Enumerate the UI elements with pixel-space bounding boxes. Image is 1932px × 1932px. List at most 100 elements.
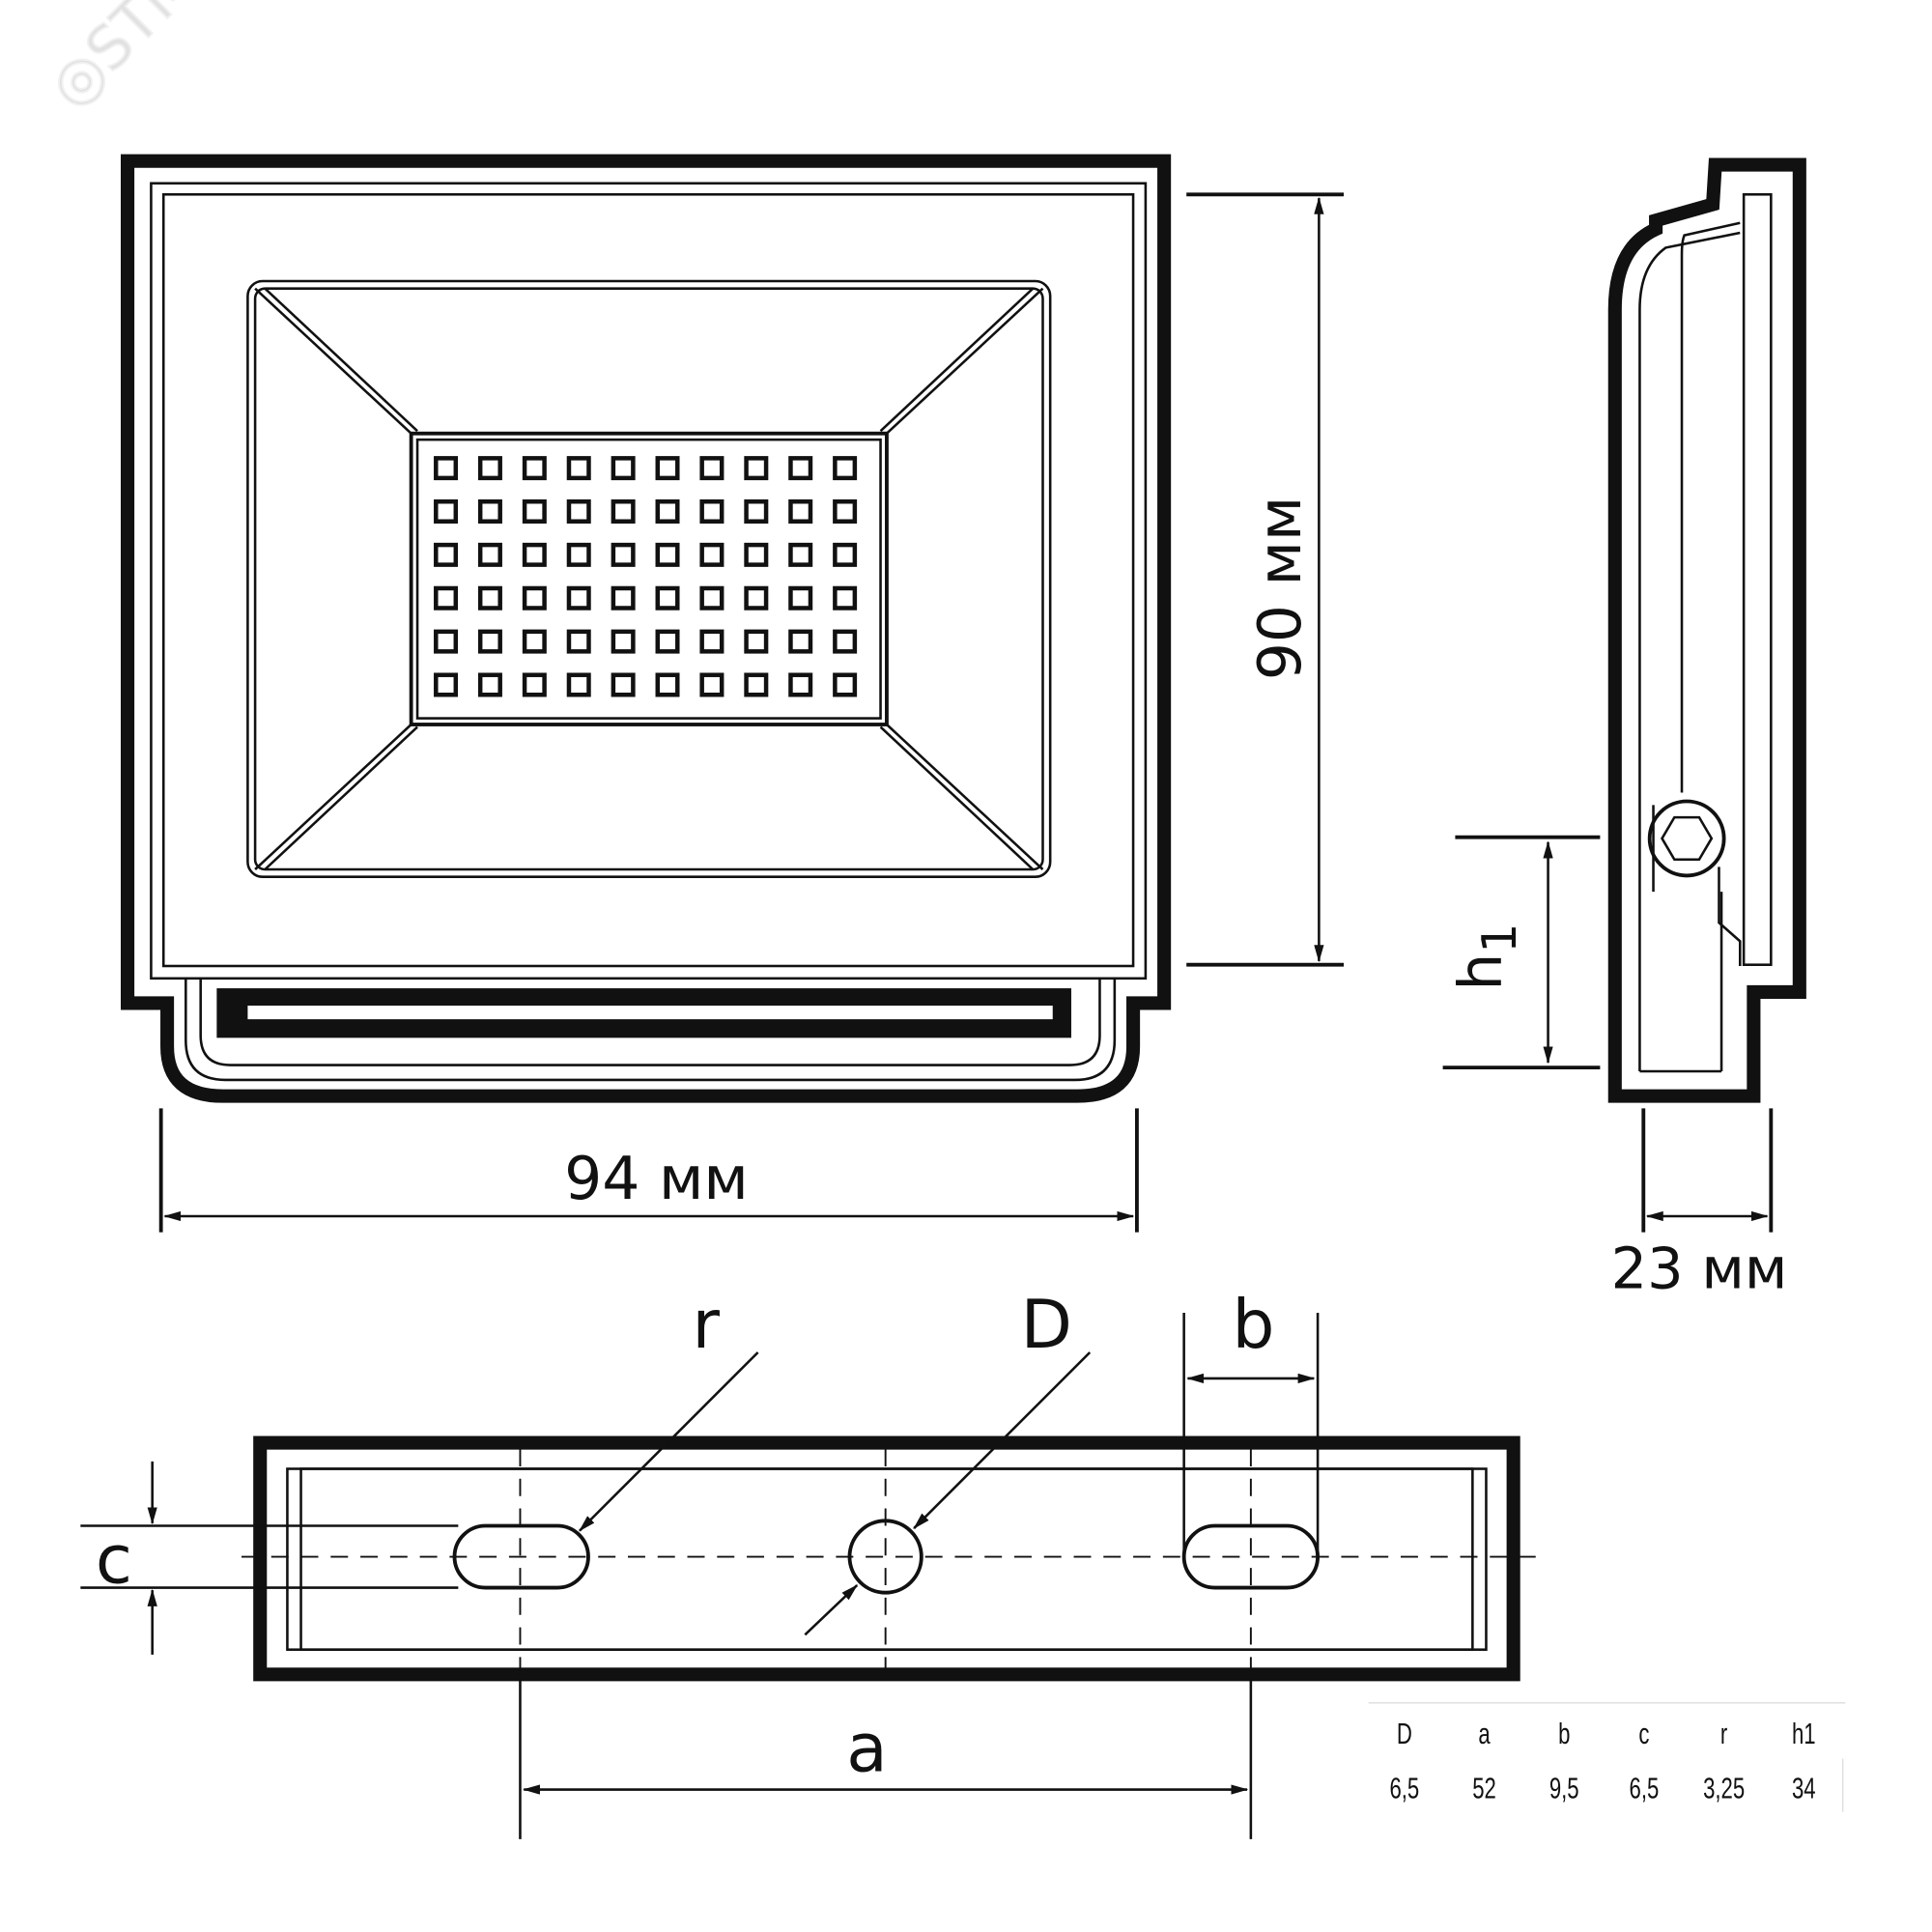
h1-letter: h xyxy=(1446,953,1516,991)
led-chip xyxy=(788,585,813,611)
table-header-cell: a xyxy=(1478,1718,1490,1750)
height-dimension: 90 мм xyxy=(1186,192,1345,967)
led-chip xyxy=(522,542,547,567)
led-chip xyxy=(833,498,858,524)
side-bracket-line xyxy=(1638,231,1741,1071)
side-glass xyxy=(1742,192,1773,966)
table-header-cell: r xyxy=(1720,1718,1727,1750)
width-dimension: 94 мм xyxy=(158,1108,1139,1233)
led-chip xyxy=(566,629,591,654)
d-leader: D xyxy=(804,1287,1092,1636)
led-chip xyxy=(477,542,502,567)
bracket-inner xyxy=(286,1467,1488,1651)
led-panel-inner xyxy=(415,438,882,720)
led-chip xyxy=(788,629,813,654)
led-chip xyxy=(833,629,858,654)
led-chip xyxy=(611,585,636,611)
led-chip xyxy=(434,498,459,524)
led-grid xyxy=(434,456,858,697)
led-chip xyxy=(655,456,680,481)
led-chip xyxy=(566,542,591,567)
led-chip xyxy=(788,456,813,481)
d-label: D xyxy=(1021,1287,1072,1364)
led-chip xyxy=(566,585,591,611)
watermark-logo: ◎STM xyxy=(35,0,212,123)
led-chip xyxy=(744,629,769,654)
led-chip xyxy=(611,498,636,524)
led-chip xyxy=(655,585,680,611)
led-chip xyxy=(434,456,459,481)
side-body-line xyxy=(1680,221,1741,793)
side-bracket-edge xyxy=(1652,805,1723,1071)
mounting-hole xyxy=(847,1519,923,1595)
led-chip xyxy=(522,456,547,481)
h1-dimension: h1 xyxy=(1442,835,1601,1070)
led-chip xyxy=(611,542,636,567)
led-chip xyxy=(833,585,858,611)
led-chip xyxy=(833,672,858,697)
h1-subscript: 1 xyxy=(1473,923,1527,953)
led-chip xyxy=(522,585,547,611)
led-chip xyxy=(566,456,591,481)
led-chip xyxy=(699,672,724,697)
c-dimension: c xyxy=(80,1461,459,1655)
led-chip xyxy=(611,629,636,654)
table-header-cell: b xyxy=(1558,1718,1570,1750)
bottom-contour xyxy=(185,978,1117,1082)
led-chip xyxy=(611,456,636,481)
c-label: c xyxy=(96,1521,132,1599)
led-chip xyxy=(788,498,813,524)
hinge-bolt xyxy=(1647,799,1726,878)
bottom-bar-slot xyxy=(247,1006,1053,1020)
led-chip xyxy=(522,672,547,697)
led-chip xyxy=(699,498,724,524)
led-chip xyxy=(744,585,769,611)
table-value-cell: 6,5 xyxy=(1389,1772,1419,1804)
led-chip xyxy=(522,629,547,654)
led-chip xyxy=(566,672,591,697)
bracket-inner-2 xyxy=(299,1467,1474,1651)
bracket-view xyxy=(241,1435,1536,1682)
led-chip xyxy=(477,585,502,611)
led-chip xyxy=(522,498,547,524)
housing-outline xyxy=(120,154,1172,1103)
led-chip xyxy=(833,456,858,481)
table-value-cell: 34 xyxy=(1792,1772,1816,1804)
led-chip xyxy=(699,542,724,567)
hex-bolt-head xyxy=(1661,815,1714,862)
a-dimension: a xyxy=(519,1671,1253,1839)
table-header-cell: h1 xyxy=(1792,1718,1816,1750)
led-chip xyxy=(655,542,680,567)
led-chip xyxy=(744,542,769,567)
side-view xyxy=(1607,157,1806,1103)
mounting-slot-left xyxy=(452,1523,590,1590)
table-header-cell: c xyxy=(1638,1718,1649,1750)
led-chip xyxy=(477,672,502,697)
led-chip xyxy=(655,672,680,697)
led-chip xyxy=(744,672,769,697)
led-chip xyxy=(434,542,459,567)
r-label: r xyxy=(693,1287,721,1364)
led-chip xyxy=(477,498,502,524)
depth-label: 23 мм xyxy=(1611,1235,1788,1301)
led-chip xyxy=(788,542,813,567)
lens-frame-inner xyxy=(253,287,1044,871)
led-chip xyxy=(434,585,459,611)
led-chip xyxy=(477,456,502,481)
led-chip xyxy=(477,629,502,654)
r-leader: r xyxy=(579,1287,759,1532)
led-chip xyxy=(434,629,459,654)
led-chip xyxy=(788,672,813,697)
led-chip xyxy=(655,498,680,524)
led-chip xyxy=(699,629,724,654)
b-label: b xyxy=(1232,1287,1274,1364)
housing-inner-frame xyxy=(150,182,1148,980)
side-outline xyxy=(1607,157,1806,1103)
front-view xyxy=(120,154,1172,1103)
svg-text:◎STM: ◎STM xyxy=(36,0,211,122)
a-label: a xyxy=(846,1710,887,1787)
table-value-cell: 3,25 xyxy=(1703,1772,1745,1804)
led-chip xyxy=(566,498,591,524)
